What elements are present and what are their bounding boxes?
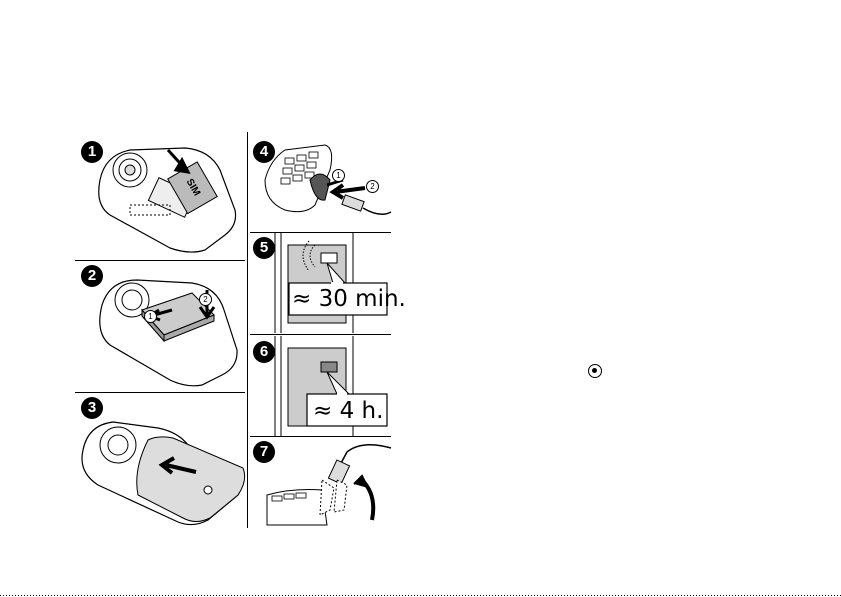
- step-2-substep-2: 2: [199, 293, 212, 306]
- page-bottom-rule: [0, 595, 841, 596]
- phone-back-sim-illustration: [90, 140, 240, 255]
- row-divider-5-6: [250, 334, 391, 335]
- step-5-badge: 5: [253, 237, 275, 259]
- step-6-badge: 6: [253, 341, 275, 363]
- step-4-substep-2: 2: [366, 180, 379, 193]
- full-charge-time: ≈ 4 h.: [313, 397, 383, 425]
- step-4-substep-1: 1: [332, 169, 345, 182]
- charging-icon-time: ≈ 30 min.: [292, 285, 406, 313]
- joystick-select-icon: [588, 364, 602, 378]
- battery-insert-illustration: [92, 275, 242, 390]
- cover-attach-illustration: [78, 410, 248, 530]
- row-divider-2-3: [75, 392, 245, 393]
- charger-remove-illustration: [262, 440, 391, 530]
- row-divider-1-2: [75, 260, 245, 261]
- step-2-substep-1: 1: [144, 310, 157, 323]
- charging-screen-illustration: [275, 233, 391, 333]
- row-divider-6-7: [250, 436, 391, 437]
